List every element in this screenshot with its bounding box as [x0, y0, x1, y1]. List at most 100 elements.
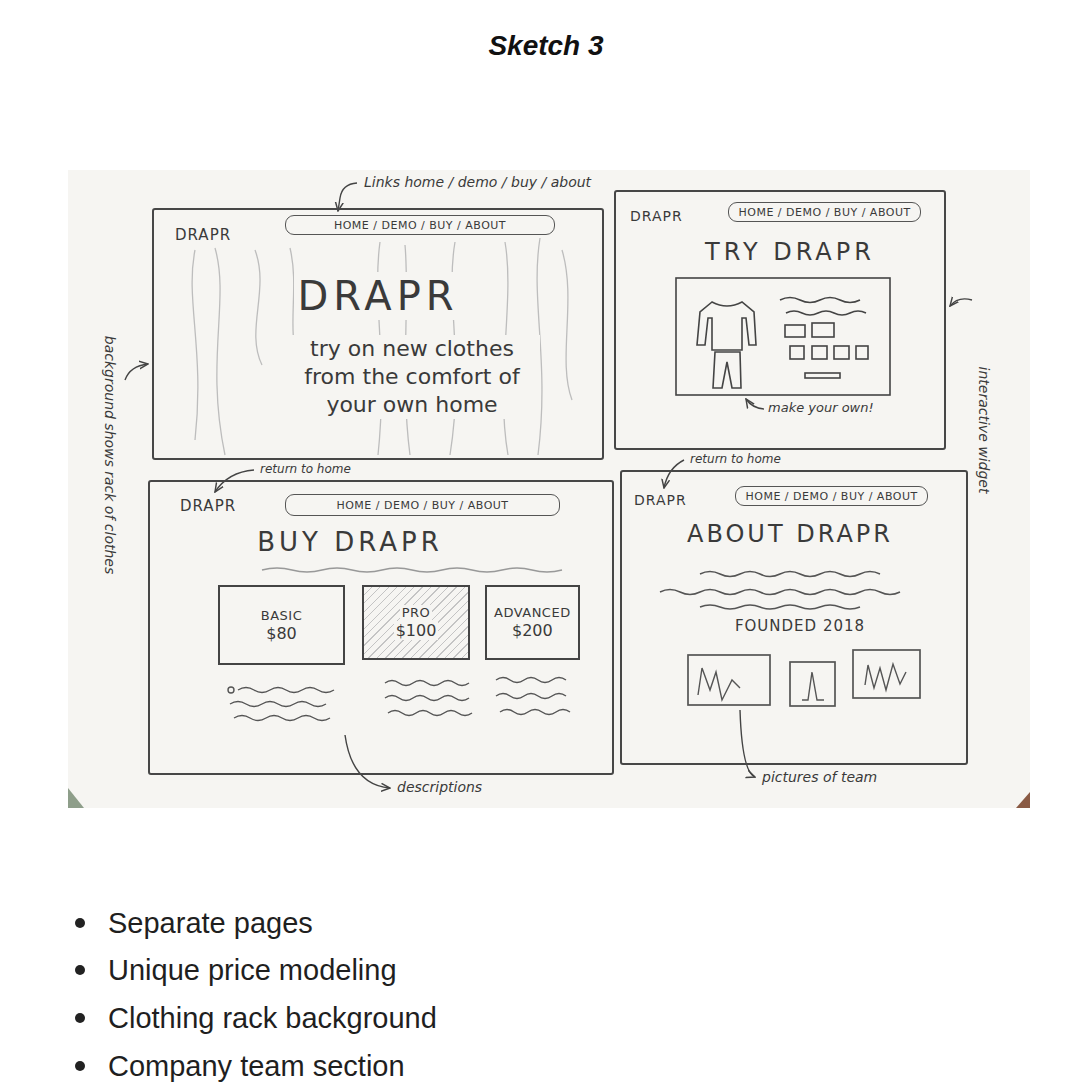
logo-text: DRAPR [180, 497, 236, 515]
buy-page-frame: DRAPR BUY DRAPR HOME / DEMO / BUY / ABOUT B… [148, 480, 614, 775]
bullet-item: Company team section [108, 1048, 405, 1084]
widget-note: make your own! [768, 400, 874, 416]
paper-corner [1016, 792, 1030, 808]
leader-arrow [740, 710, 755, 777]
page-heading: TRY DRAPR [705, 238, 875, 267]
tagline: try on new clothes from the comfort of y… [284, 335, 540, 419]
rack-line [255, 250, 262, 365]
nav-bar: HOME / DEMO / BUY / ABOUT [728, 202, 921, 222]
annotation: background shows rack of clothes [102, 334, 118, 576]
shirt-figure [697, 302, 756, 350]
clothes-rack [192, 238, 572, 455]
about-page-frame: DRAPRABOUT DRAPR FOUNDED 2018 HOME / DEMO … [620, 470, 968, 765]
annotation: return to home [688, 452, 783, 466]
widget-frame [676, 278, 890, 395]
sketch-title: Sketch 3 [488, 30, 603, 62]
hero-title: DRAPR [294, 272, 461, 320]
photo-scribble [865, 664, 906, 690]
squiggle [234, 716, 330, 721]
bullet-item: Unique price modeling [108, 952, 397, 988]
pants-figure [713, 352, 741, 388]
page-heading: ABOUT DRAPR [687, 520, 893, 549]
price-box: PRO$100 [362, 585, 470, 660]
squiggle [496, 694, 566, 699]
bullet-item: Clothing rack background [108, 1000, 437, 1036]
team-photo [688, 655, 770, 705]
option-chip [785, 325, 805, 337]
annotation: pictures of team [760, 769, 879, 785]
bullet-dot [75, 1061, 85, 1071]
squiggle [262, 568, 562, 572]
option-chip [834, 346, 849, 359]
logo-text: DRAPR [172, 226, 234, 244]
bullet-dot [75, 965, 85, 975]
leader-arrow [338, 183, 357, 211]
founded-note: FOUNDED 2018 [735, 617, 865, 635]
leader-arrow [125, 364, 148, 380]
squiggle [700, 605, 860, 609]
squiggle [230, 702, 326, 707]
leader-arrow [950, 299, 972, 306]
paper-corner [68, 788, 84, 808]
home-page-frame: DRAPR DRAPR try on new clothes from the co… [152, 208, 604, 460]
bullet-dot [228, 687, 234, 693]
bullet-dot [75, 1013, 85, 1023]
team-photo [790, 662, 835, 706]
price-box: BASIC$80 [218, 585, 345, 665]
team-photo [853, 650, 920, 698]
squiggle [780, 298, 860, 303]
squiggle [238, 688, 334, 693]
nav-bar: HOME / DEMO / BUY / ABOUT [735, 486, 928, 506]
plan-price: $80 [266, 624, 297, 643]
paper-sheet [68, 170, 1030, 808]
nav-links: HOME / DEMO / BUY / ABOUT [336, 499, 508, 512]
leader-arrow [345, 735, 390, 788]
about-page-marks [660, 572, 920, 707]
squiggle [388, 711, 472, 716]
demo-page-frame: DRAPR TRY DRAPR make your own! HOME / DEMO … [614, 190, 946, 450]
price-box: ADVANCED$200 [485, 585, 580, 660]
option-chip [812, 323, 834, 337]
photo-scribble [698, 668, 740, 700]
page-heading: BUY DRAPR [257, 527, 443, 558]
annotation: Links home / demo / buy / about [362, 174, 593, 190]
leader-arrow [746, 399, 764, 409]
bullet-item: Separate pages [108, 905, 313, 941]
plan-name: ADVANCED [494, 605, 571, 621]
plan-name: PRO [400, 605, 433, 621]
squiggle [496, 678, 566, 683]
option-bar [805, 373, 840, 378]
logo-text: DRAPR [634, 492, 687, 509]
option-chip [812, 346, 827, 359]
nav-links: HOME / DEMO / BUY / ABOUT [739, 206, 911, 219]
option-chip [856, 346, 868, 359]
squiggle [700, 572, 880, 577]
annotation-arrows [125, 183, 972, 788]
plan-price: $200 [512, 621, 553, 640]
plan-name: BASIC [261, 608, 302, 624]
annotation: interactive widget [976, 365, 992, 496]
bullet-dots [75, 918, 85, 1071]
logo-text: DRAPR [630, 208, 683, 225]
demo-widget [676, 278, 890, 395]
annotation: return to home [258, 462, 353, 476]
squiggle [660, 590, 900, 595]
option-chip [790, 346, 804, 359]
annotation: descriptions [395, 779, 484, 795]
plan-price: $100 [394, 621, 439, 640]
squiggle [385, 696, 469, 701]
rack-line [215, 248, 225, 455]
squiggle [385, 681, 469, 686]
rack-line [192, 250, 198, 440]
photo-scribble [802, 672, 824, 700]
nav-links: HOME / DEMO / BUY / ABOUT [334, 219, 506, 232]
squiggle [786, 311, 866, 315]
rack-line [562, 250, 572, 400]
leader-arrow [664, 460, 684, 488]
nav-links: HOME / DEMO / BUY / ABOUT [746, 490, 918, 503]
squiggle [500, 710, 570, 715]
nav-bar: HOME / DEMO / BUY / ABOUT [285, 215, 555, 235]
nav-bar: HOME / DEMO / BUY / ABOUT [285, 494, 560, 516]
bullet-dot [75, 918, 85, 928]
